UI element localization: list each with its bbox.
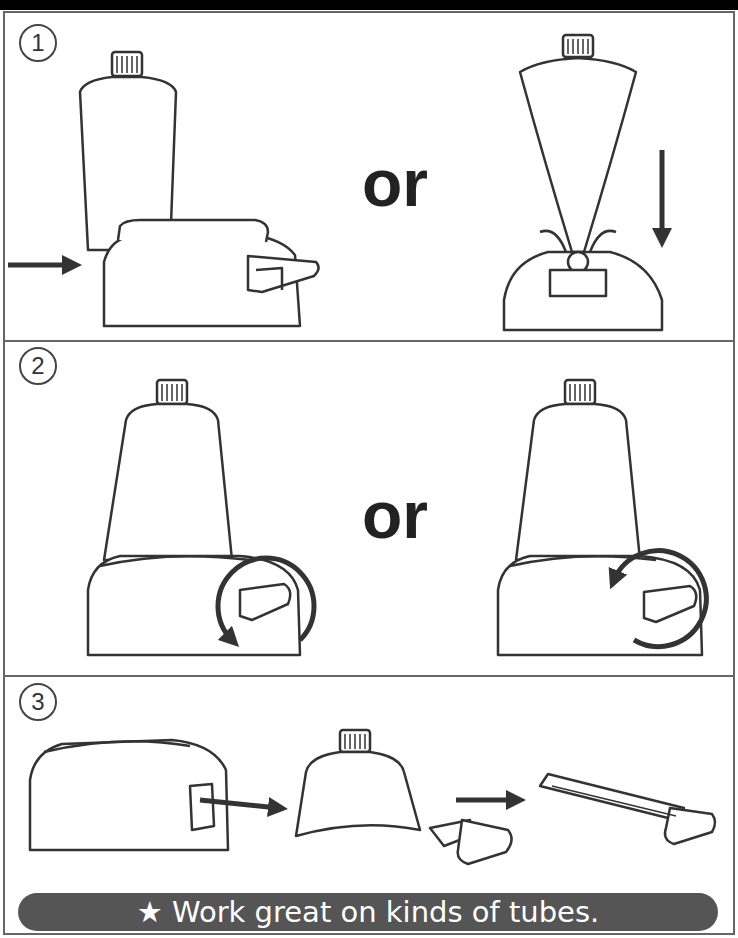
key-shaft (540, 774, 684, 820)
key-slot (190, 784, 214, 830)
top-bar (0, 0, 738, 10)
squeezer-key (248, 256, 319, 292)
panel-divider (4, 340, 734, 342)
cap-ridges (162, 384, 182, 401)
step-number: 2 (19, 347, 57, 385)
key-groove (552, 786, 676, 816)
insert-arrow (8, 263, 72, 268)
tube-cap (565, 380, 595, 404)
squeezer-body (498, 556, 702, 655)
tube-cap (340, 730, 370, 752)
step-number-text: 3 (31, 688, 44, 716)
squeezer-slot (118, 220, 268, 242)
squeezer-key (458, 820, 512, 864)
cap-ridges (345, 734, 365, 749)
squeezer-key (550, 270, 606, 296)
tube-cap (157, 380, 187, 404)
squeezer-key (644, 586, 696, 622)
tube-body (104, 404, 232, 560)
note-band: ★ Work great on kinds of tubes. (18, 893, 718, 931)
note-text: ★ Work great on kinds of tubes. (137, 895, 600, 929)
cap-ridges (117, 56, 137, 73)
insert-arrow (660, 150, 665, 238)
step-number: 1 (19, 24, 57, 62)
rotate-arrow (218, 558, 314, 640)
panel-3-art (30, 730, 715, 864)
or-label: or (362, 477, 428, 553)
step-number: 3 (19, 683, 57, 721)
or-label: or (362, 145, 428, 221)
remove-arrow (456, 798, 516, 803)
tube-body (520, 58, 636, 252)
cap-ridges (570, 384, 590, 401)
squeezer-body (88, 556, 300, 655)
rotate-arrow (614, 551, 706, 647)
panel-1-art (8, 35, 662, 330)
cap-ridges (568, 39, 588, 54)
step-number-text: 1 (31, 29, 44, 57)
squeezer-slot (44, 741, 190, 752)
step-number-text: 2 (31, 352, 44, 380)
key-slot (256, 268, 282, 290)
frame (4, 12, 734, 934)
remove-arrow (200, 800, 278, 808)
squeezer-key (240, 584, 290, 620)
squeezer-body (30, 740, 228, 850)
tube-cap (563, 35, 593, 57)
squeezer-body (504, 252, 662, 330)
panel-2-art (88, 380, 706, 655)
panel-divider (4, 675, 734, 677)
tube-body (296, 752, 420, 836)
squeezer-slot (100, 556, 250, 566)
tube-cap (112, 52, 142, 76)
squeezer-slot (540, 231, 616, 252)
key-handle (665, 808, 715, 844)
tube-body (516, 404, 640, 560)
